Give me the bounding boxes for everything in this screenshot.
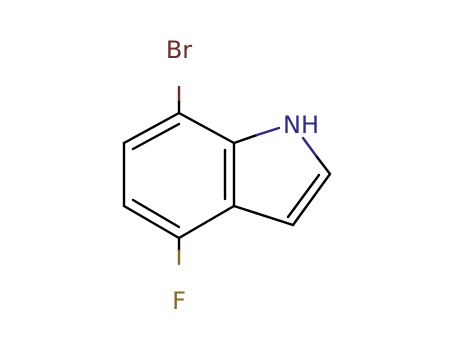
pyrrole-ring [232, 126, 332, 227]
double-bond-c2-c3-inner [286, 173, 321, 219]
bromine-label: Br [166, 36, 192, 64]
bond-n1-c2-black [315, 155, 332, 176]
bond-c4-c3a [177, 204, 236, 240]
bond-c3-c3a [232, 204, 295, 227]
fluorine-label: F [172, 287, 186, 315]
bond-n1-c2-blue [301, 136, 319, 159]
bond-c5-c4 [122, 204, 181, 240]
double-bond-c5-c4-inner [131, 198, 181, 229]
bond-c7-c6 [122, 111, 181, 145]
bond-c7a-n1-blue [255, 126, 281, 137]
bond-c7a-c7 [177, 111, 236, 145]
bond-c2-c3 [291, 172, 332, 227]
bond-c7a-n1-black [232, 133, 259, 145]
double-bond-c7-c6-inner [131, 122, 181, 151]
benzene-ring [122, 111, 236, 240]
nitrogen-label: NH [283, 111, 319, 139]
